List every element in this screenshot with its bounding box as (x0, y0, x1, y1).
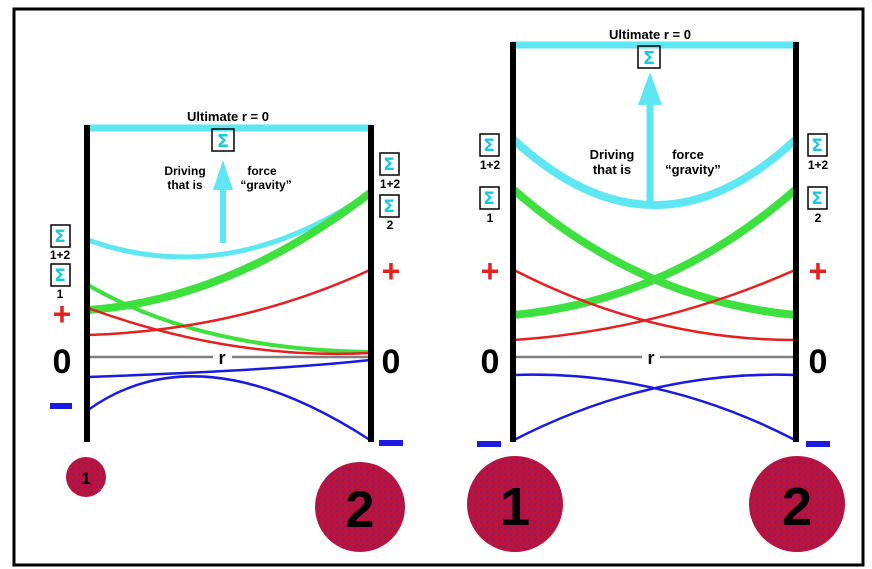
gravity-arrow-head (213, 160, 233, 190)
r-label: r (218, 348, 225, 368)
plus-1-curve (513, 268, 796, 342)
sigma-2-symbol: Σ (811, 189, 823, 209)
sigma-1-2-symbol-right: Σ (383, 155, 395, 175)
plus-sign-right: + (809, 253, 828, 289)
sigma-sum-curve (511, 137, 798, 209)
sigma-box-1-2-right (807, 133, 828, 157)
minus-sign-right (806, 441, 830, 447)
that-is-text: that is (593, 162, 631, 177)
sigma-box-1 (479, 186, 500, 210)
that-is-text: that is (167, 178, 203, 192)
gravity-text: “gravity” (240, 178, 291, 192)
sigma-symbol: Σ (217, 131, 229, 152)
sigma-box-2 (807, 186, 828, 210)
mass-2-label: 2 (346, 481, 375, 539)
gravity-text: “gravity” (665, 162, 721, 177)
zero-right: 0 (809, 343, 828, 381)
force-text: force (672, 147, 704, 162)
sigma-2-symbol: Σ (383, 197, 395, 217)
ultimate-label: Ultimate r = 0 (609, 27, 691, 42)
sigma-1-2-symbol: Σ (54, 227, 66, 247)
force-text: force (247, 164, 277, 178)
sigma-box-1-2 (50, 224, 71, 248)
mass-2-ball (749, 456, 845, 552)
sigma-2-curve (513, 186, 798, 319)
sigma-box-1-2 (479, 133, 500, 157)
sub-1-2-label: 1+2 (480, 158, 501, 172)
mass-2-label: 2 (782, 477, 812, 537)
zero-right: 0 (382, 343, 401, 381)
sigma-1-symbol: Σ (54, 266, 66, 286)
plus-sign-left: + (481, 253, 500, 289)
sub-1-2-label: 1+2 (50, 248, 71, 262)
plus-sign-right: + (382, 253, 401, 289)
sigma-1-curve (511, 186, 796, 319)
sigma-1-2-symbol-right: Σ (811, 136, 823, 156)
sub-1-2-label-right: 1+2 (380, 177, 401, 191)
plus-sign-left: + (53, 296, 72, 332)
minus-2-curve (513, 373, 796, 442)
driving-text: Driving (164, 164, 205, 178)
sigma-box-2 (379, 194, 400, 218)
minus-sign-left (50, 403, 72, 409)
mass-1-ball (467, 456, 563, 552)
sigma-symbol: Σ (643, 48, 655, 69)
sub-1-label: 1 (487, 211, 494, 225)
sigma-box (211, 128, 235, 152)
sigma-box-1-2-right (379, 152, 400, 176)
plus-2-curve (87, 268, 371, 337)
sigma-1-2-symbol: Σ (483, 136, 495, 156)
left-panel: Ultimate r = 0 Σ r Driving force that is… (50, 109, 405, 552)
sub-1-2-label-right: 1+2 (808, 158, 829, 172)
mass-1-ball (66, 457, 106, 497)
sub-2-label: 2 (815, 211, 822, 225)
minus-sign-right (379, 440, 403, 446)
zero-left: 0 (53, 343, 72, 381)
minus-sign-left (477, 441, 501, 447)
plus-1-curve (87, 306, 371, 356)
figure-frame (12, 7, 865, 567)
minus-1-curve (87, 358, 371, 379)
zero-left: 0 (481, 343, 500, 381)
sigma-1-symbol: Σ (483, 189, 495, 209)
right-panel: Ultimate r = 0 Σ r Driving force that is… (467, 27, 845, 552)
minus-2-curve (87, 375, 371, 442)
mass-2-ball (315, 462, 405, 552)
sigma-box (637, 45, 661, 69)
mass-1-label: 1 (81, 469, 90, 488)
plus-2-curve (513, 268, 796, 342)
sub-1-label: 1 (57, 287, 64, 301)
sub-2-label: 2 (387, 218, 394, 232)
gravity-arrow-head (638, 72, 662, 105)
sigma-box-1 (50, 263, 71, 287)
driving-text: Driving (590, 147, 635, 162)
ultimate-label: Ultimate r = 0 (187, 109, 269, 124)
sigma-1-curve (86, 283, 371, 354)
mass-1-label: 1 (500, 477, 530, 537)
r-label: r (647, 348, 654, 368)
